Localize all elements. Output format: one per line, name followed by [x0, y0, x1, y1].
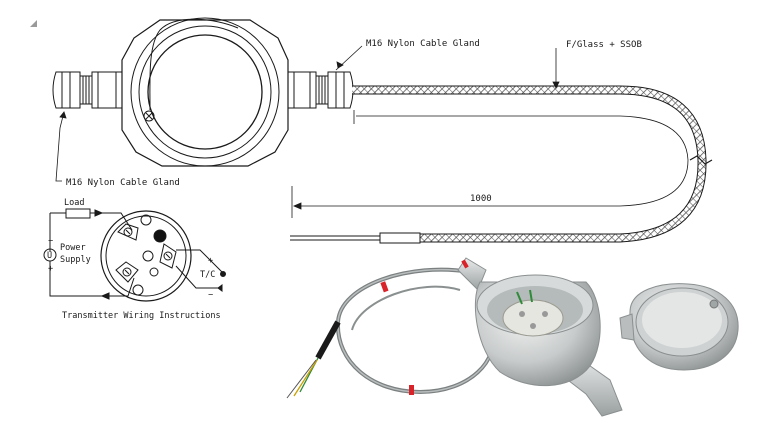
wiring-caption: Transmitter Wiring Instructions	[62, 311, 221, 321]
minus-right-label: −	[208, 290, 213, 300]
gland-label-top: M16 Nylon Cable Gland	[366, 39, 480, 49]
plus-right-label: +	[208, 256, 213, 266]
corner-mark-icon	[30, 20, 37, 27]
wiring-diagram	[43, 208, 226, 302]
callout-leaders	[55, 45, 560, 182]
sheath-label: F/Glass + SSOB	[566, 40, 642, 50]
u-symbol: U	[47, 251, 52, 261]
right-cable-gland-drawing	[287, 71, 354, 109]
plus-bottom-label: +	[48, 264, 53, 274]
left-cable-gland-drawing	[52, 71, 123, 109]
power-label: Power	[60, 243, 86, 253]
tc-label: T/C	[200, 270, 215, 280]
braided-sheath-drawing	[290, 85, 713, 244]
supply-label: Supply	[60, 255, 91, 265]
head-enclosure-photo	[457, 257, 623, 417]
length-dimension-label: 1000	[470, 194, 492, 204]
enclosure-lid-photo	[619, 283, 739, 371]
length-dimension	[291, 110, 689, 218]
gland-label-left: M16 Nylon Cable Gland	[66, 178, 180, 188]
minus-top-label: −	[48, 236, 53, 246]
load-label: Load	[64, 198, 84, 208]
head-enclosure-drawing	[121, 17, 289, 167]
probe-cable-photo	[286, 267, 496, 399]
